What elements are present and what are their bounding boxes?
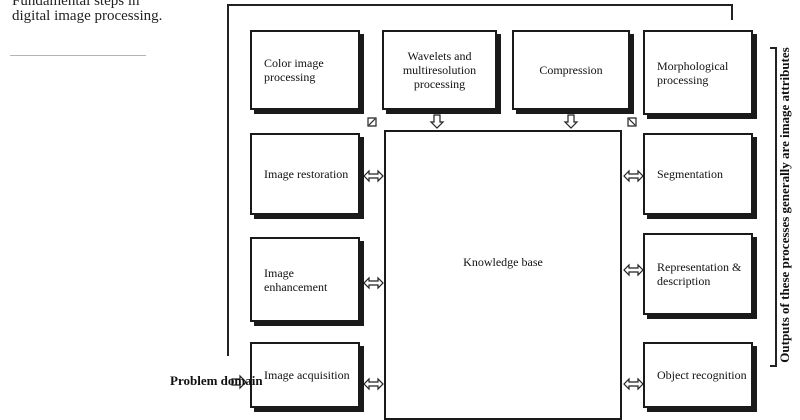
knowledge-base-box [384,130,622,420]
box-image-acquisition: Image acquisition [250,342,360,408]
box-label: Representation & description [657,260,742,288]
box-wavelets-multiresolution: Wavelets and multiresolution processing [382,30,497,110]
box-segmentation: Segmentation [643,133,753,215]
problem-domain-arrow [231,374,247,390]
arrow-corner-left [367,117,377,127]
arrow-left-2 [363,276,384,290]
arrow-right-3 [623,377,644,391]
box-label: Segmentation [657,167,723,181]
arrow-right-2 [623,263,644,277]
box-label: Compression [539,63,603,77]
problem-domain-label: Problem domain [170,373,263,388]
box-label: Image acquisition [264,368,350,382]
box-label: Morphological processing [657,58,729,87]
arrow-left-3 [363,377,384,391]
feedback-loop-line [227,4,733,356]
box-color-image-processing: Color image processing [250,30,360,110]
arrow-corner-right [627,117,637,127]
arrow-top-2 [563,114,579,129]
knowledge-base-label: Knowledge base [463,255,543,269]
box-image-restoration: Image restoration [250,133,360,215]
box-representation-description: Representation & description [643,233,753,315]
side-label: Outputs of these processes generally are… [777,47,792,363]
box-image-enhancement: Image enhancement [250,237,360,322]
arrow-top-1 [429,114,445,129]
box-label: Image enhancement [264,265,328,294]
caption-rule [10,55,146,56]
box-label: Object recognition [657,368,747,382]
box-compression: Compression [512,30,630,110]
arrow-left-1 [363,169,384,183]
box-morphological-processing: Morphological processing [643,30,753,115]
box-label: Color image processing [264,56,324,84]
arrow-right-1 [623,169,644,183]
figure-caption: Fundamental steps in digital image proce… [12,0,163,24]
box-label: Wavelets and multiresolution processing [402,49,477,91]
box-label: Image restoration [264,167,349,181]
connector-lines [227,4,777,391]
right-bracket [770,47,777,367]
box-object-recognition: Object recognition [643,342,753,408]
side-label-container: Outputs of these processes generally are… [775,10,795,400]
